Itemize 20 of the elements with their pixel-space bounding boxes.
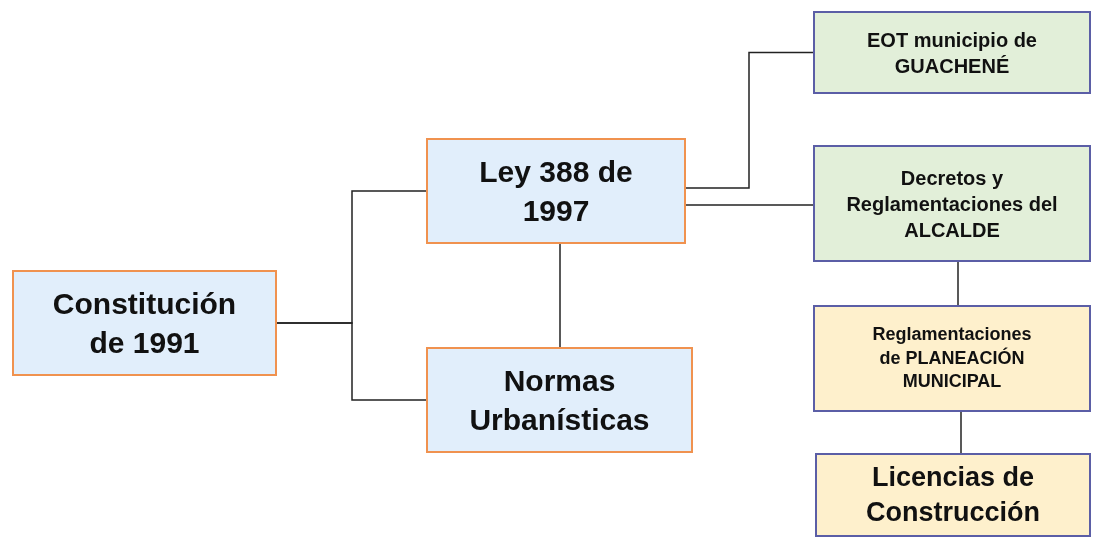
connector-line: [685, 204, 814, 206]
text-box: [813, 305, 1091, 412]
text-box: [426, 347, 693, 453]
connector-line: [685, 51, 814, 189]
connector-line: [559, 243, 561, 348]
text-box: [426, 138, 686, 244]
node-label: Normas Urbanísticas: [468, 363, 651, 438]
text-box: [813, 11, 1091, 94]
node-label: EOT municipio de GUACHENÉ: [866, 27, 1038, 79]
node-label: Reglamentaciones de PLANEACIÓN MUNICIPAL: [871, 323, 1033, 394]
node-label: Decretos y Reglamentaciones del ALCALDE: [845, 165, 1059, 243]
text-box: [813, 145, 1091, 262]
node-label: Ley 388 de 1997: [478, 154, 634, 229]
node-label: Constitución de 1991: [52, 286, 237, 361]
connector-line: [276, 322, 427, 401]
node-label: Licencias de Construcción: [865, 460, 1041, 529]
text-box: [12, 270, 277, 376]
connector-line: [957, 261, 959, 306]
connector-line: [960, 411, 962, 454]
text-box: [815, 453, 1091, 537]
